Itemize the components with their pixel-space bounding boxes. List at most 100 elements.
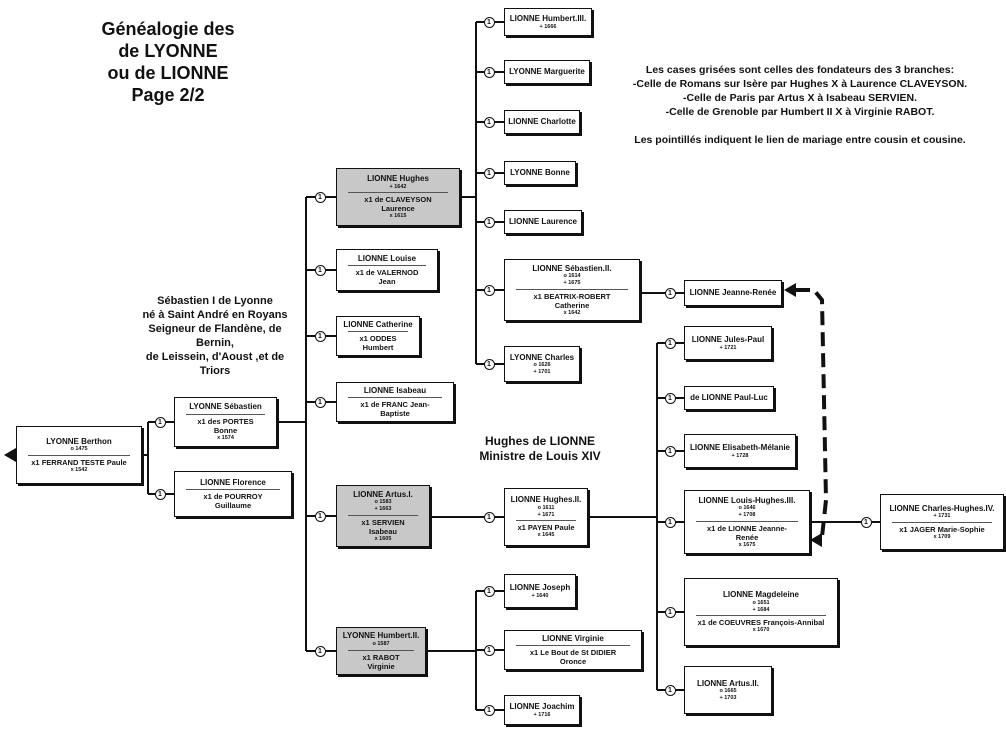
- person-name: LIONNE Catherine: [343, 319, 413, 329]
- spouse-name: x1 de CLAVEYSON Laurence: [348, 192, 448, 213]
- generation-badge: 1: [483, 116, 495, 128]
- person-name: LIONNE Sébastien.II.: [532, 263, 612, 273]
- page-title: Généalogie des de LYONNE ou de LIONNE Pa…: [68, 18, 268, 106]
- person-date: + 1708: [738, 512, 756, 518]
- person-date: o 1626: [533, 362, 551, 369]
- generation-badge: 1: [483, 284, 495, 296]
- person-name: LIONNE Joachim: [509, 701, 575, 711]
- person-date: + 1675: [563, 280, 581, 286]
- person-date: + 1701: [533, 368, 551, 375]
- legend-spacer: [600, 119, 1000, 133]
- person-date: + 1703: [719, 694, 737, 701]
- annotation-line: de Leissein, d'Aoust ,et de: [145, 351, 285, 363]
- marriage-date: x 1645: [537, 532, 555, 539]
- person-name: LIONNE Florence: [200, 477, 266, 487]
- person-name: de LIONNE Paul-Luc: [690, 393, 768, 403]
- arrow-head-bottom: [810, 533, 822, 547]
- person-date: o 1475: [70, 446, 88, 453]
- generation-badge: 1: [314, 191, 326, 203]
- marriage-date: x 1642: [563, 309, 581, 316]
- legend-line: -Celle de Grenoble par Humbert II X à Vi…: [665, 106, 935, 118]
- person-box-artus2: LIONNE Artus.II.o 1665+ 1703: [684, 666, 772, 714]
- person-box-bonne: LYONNE Bonne: [504, 161, 576, 185]
- marriage-date: x 1709: [933, 533, 951, 540]
- spouse-name: x1 FERRAND TESTE Paule: [28, 454, 130, 467]
- person-box-joseph: LIONNE Joseph+ 1640: [504, 574, 576, 608]
- person-date: + 1721: [719, 344, 737, 351]
- annotation-line: Hughes de LIONNE: [484, 434, 595, 448]
- annotation-hughes: Hughes de LIONNE Ministre de Louis XIV: [455, 434, 625, 464]
- annotation-line: Triors: [199, 365, 231, 377]
- person-name: LIONNE Charles-Hughes.IV.: [889, 503, 995, 513]
- title-line: Généalogie des: [101, 19, 235, 39]
- annotation-line: Sébastien I de Lyonne: [157, 295, 273, 307]
- generation-badge: 1: [664, 445, 676, 457]
- person-box-marguerite: LYONNE Marguerite: [504, 60, 590, 84]
- generation-badge: 1: [483, 644, 495, 656]
- generation-badge: 1: [664, 392, 676, 404]
- generation-badge: 1: [154, 488, 166, 500]
- spouse-name: x1 des PORTES Bonne: [186, 414, 265, 435]
- person-box-jules-paul: LIONNE Jules-Paul+ 1721: [684, 326, 772, 360]
- generation-badge: 1: [483, 704, 495, 716]
- person-name: LYONNE Humbert.II.: [342, 631, 420, 641]
- marriage-date: x 1574: [217, 435, 234, 441]
- annotation-line: né à Saint André en Royans: [142, 309, 288, 321]
- person-box-charlotte: LIONNE Charlotte: [504, 110, 580, 134]
- generation-badge: 1: [314, 330, 326, 342]
- person-name: LYONNE Charles: [509, 352, 575, 362]
- spouse-name: x1 de LIONNE Jeanne-Renée: [696, 520, 798, 542]
- person-name: LIONNE Charlotte: [508, 117, 576, 127]
- spouse-name: x1 JAGER Marie-Sophie: [892, 521, 992, 534]
- person-name: LIONNE Hughes: [367, 174, 429, 184]
- generation-badge: 1: [664, 606, 676, 618]
- cousin-marriage-dashed-line: [796, 288, 829, 542]
- annotation-line: Seigneur de Flandène, de: [148, 323, 282, 335]
- spouse-name: x1 de VALERNOD Jean: [348, 265, 426, 286]
- person-date: o 1583: [374, 499, 392, 506]
- generation-badge: 1: [483, 585, 495, 597]
- generation-badge: 1: [664, 516, 676, 528]
- person-date: + 1642: [389, 183, 407, 190]
- person-date: o 1651: [752, 599, 770, 606]
- person-name: LIONNE Laurence: [508, 217, 577, 227]
- generation-badge: 1: [314, 396, 326, 408]
- generation-badge: 1: [483, 216, 495, 228]
- spouse-name: x1 RABOT Virginie: [348, 649, 414, 671]
- person-date: o 1614: [563, 273, 581, 280]
- legend-line: -Celle de Romans sur Isère par Hughes X …: [632, 78, 968, 90]
- person-box-paul-luc: de LIONNE Paul-Luc: [684, 386, 774, 410]
- legend: Les cases grisées sont celles des fondat…: [600, 63, 1000, 147]
- person-name: LIONNE Hughes.II.: [510, 495, 582, 505]
- generation-badge: 1: [314, 264, 326, 276]
- spouse-name: x1 Le Bout de St DIDIER Oronce: [516, 645, 630, 666]
- legend-line: -Celle de Paris par Artus X à Isabeau SE…: [682, 92, 917, 104]
- person-date: + 1716: [533, 711, 551, 718]
- person-box-virginie: LIONNE Virginie x1 Le Bout de St DIDIER O…: [504, 630, 642, 670]
- person-date: + 1684: [752, 606, 770, 613]
- person-name: LIONNE Joseph: [509, 582, 571, 592]
- arrow-head-top: [784, 283, 796, 297]
- person-box-laurence: LIONNE Laurence: [504, 210, 582, 234]
- person-name: LIONNE Louis-Hughes.III.: [698, 495, 796, 505]
- marriage-date: x 1615: [389, 213, 407, 220]
- generation-badge: 1: [664, 337, 676, 349]
- marriage-date: x 1675: [738, 541, 756, 548]
- person-box-joachim: LIONNE Joachim+ 1716: [504, 695, 580, 725]
- generation-badge: 1: [860, 516, 872, 528]
- spouse-name: x1 de FRANC Jean-Baptiste: [348, 397, 442, 418]
- generation-badge: 1: [483, 358, 495, 370]
- person-box-elisabeth: LIONNE Elisabeth-Mélanie+ 1728: [684, 434, 796, 468]
- spouse-name: x1 SERVIEN Isabeau: [348, 514, 418, 536]
- person-name: LIONNE Virginie: [542, 633, 604, 643]
- title-line: Page 2/2: [131, 85, 205, 105]
- generation-badge: 1: [664, 684, 676, 696]
